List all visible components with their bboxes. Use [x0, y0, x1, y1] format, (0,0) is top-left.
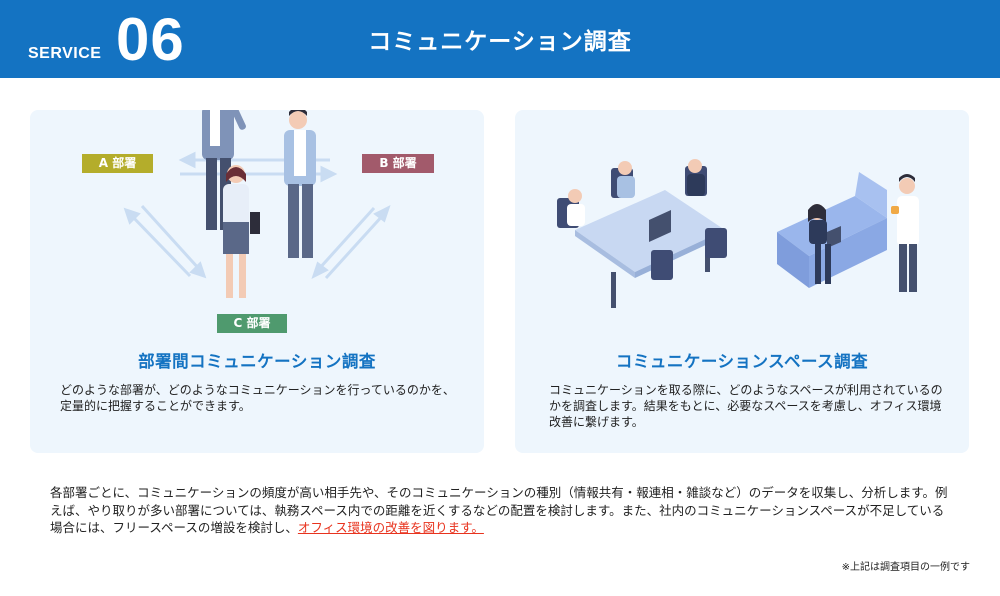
office-improvement-link[interactable]: オフィス環境の改善を図ります。	[297, 520, 484, 535]
header-bar: SERVICE 06 コミュニケーション調査	[0, 0, 1000, 78]
card-title: コミュニケーションスペース調査	[615, 352, 869, 371]
card-description: どのような部署が、どのようなコミュニケーションを行っているのかを、定量的に把握す…	[60, 383, 455, 413]
service-number: 06	[116, 6, 185, 73]
office-space-icon	[557, 159, 919, 308]
department-a-label: A 部署	[82, 154, 153, 173]
department-communication-icon	[123, 110, 391, 298]
body-text: 各部署ごとに、コミュニケーションの頻度が高い相手先や、そのコミュニケーションの種…	[50, 485, 948, 535]
body-paragraph: 各部署ごとに、コミュニケーションの頻度が高い相手先や、そのコミュニケーションの種…	[50, 484, 955, 537]
footnote: ※上記は調査項目の一例です	[841, 562, 970, 573]
service-label: SERVICE	[28, 45, 102, 62]
card-title: 部署間コミュニケーション調査	[138, 352, 376, 371]
department-b-label: B 部署	[362, 154, 434, 173]
department-c-label: C 部署	[217, 314, 287, 333]
department-communication-card: A 部署 B 部署 C 部署 部署間コミュニケーション調査 どのような部署が、ど…	[30, 110, 484, 453]
card-description: コミュニケーションを取る際に、どのようなスペースが利用されているのかを調査します…	[549, 383, 943, 429]
page-title: コミュニケーション調査	[368, 29, 632, 55]
communication-space-card: コミュニケーションスペース調査 コミュニケーションを取る際に、どのようなスペース…	[515, 110, 969, 453]
